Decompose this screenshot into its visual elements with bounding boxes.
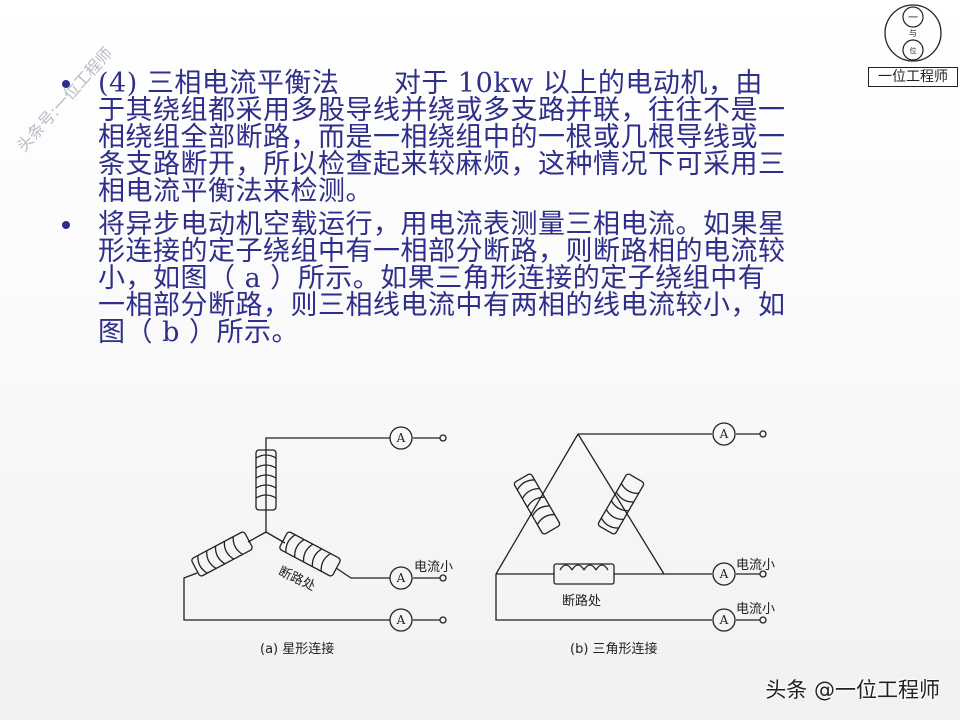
svg-text:一: 一: [908, 13, 918, 24]
svg-text:A: A: [719, 567, 729, 581]
svg-text:位: 位: [910, 46, 917, 55]
bullet-item: 将异步电动机空载运行，用电流表测量三相电流。如果星 形连接的定子绕组中有一相部分…: [58, 211, 908, 346]
delta-connection-diagram: A A A 断路处 电流小 电流小 (b) 三角形连接: [470, 410, 800, 657]
bullet-line: 相电流平衡法来检测。: [98, 176, 373, 207]
star-circuit-icon: A A A: [183, 426, 447, 632]
low-current-label: 电流小: [736, 602, 776, 617]
bullet-dot-icon: [62, 221, 70, 229]
bullet-line: 相绕组全部断路，而是一相绕组中的一根或几根导线或一: [98, 122, 786, 153]
low-current-label: 电流小: [736, 558, 776, 573]
bullet-line: 图（ b ）所示。: [98, 317, 299, 348]
footer-watermark: 头条 @一位工程师: [765, 678, 940, 702]
svg-text:A: A: [719, 427, 729, 441]
bullet-list: (4) 三相电流平衡法 对于 10kw 以上的电动机，由 于其绕组都采用多股导线…: [58, 70, 908, 352]
break-point-label: 断路处: [562, 594, 602, 609]
delta-circuit-icon: A A A: [495, 422, 767, 632]
low-current-label: 电流小: [414, 560, 454, 575]
svg-text:A: A: [396, 431, 406, 445]
svg-text:与: 与: [909, 29, 917, 38]
star-connection-diagram: A A A 断路处 电流小 (a) 星形连接: [170, 410, 470, 657]
bullet-line: 形连接的定子绕组中有一相部分断路，则断路相的电流较: [98, 236, 786, 267]
bullet-line: 一相部分断路，则三相线电流中有两相的线电流较小，如: [98, 290, 786, 321]
bullet-line: 小，如图（ a ）所示。如果三角形连接的定子绕组中有: [98, 263, 766, 294]
svg-text:A: A: [719, 613, 729, 627]
bullet-line: 于其绕组都采用多股导线并绕或多支路并联，往往不是一: [98, 95, 786, 126]
logo-icon: 一 与 位: [884, 4, 942, 62]
delta-connection-caption: (b) 三角形连接: [570, 642, 658, 657]
bullet-line: 条支路断开，所以检查起来较麻烦，这种情况下可采用三: [98, 149, 786, 180]
bullet-dot-icon: [62, 80, 70, 88]
star-connection-caption: (a) 星形连接: [260, 642, 335, 657]
svg-text:A: A: [396, 613, 406, 627]
bullet-line: (4) 三相电流平衡法 对于 10kw 以上的电动机，由: [98, 68, 763, 99]
svg-text:A: A: [396, 571, 406, 585]
logo-label: 一位工程师: [868, 67, 958, 87]
bullet-item: (4) 三相电流平衡法 对于 10kw 以上的电动机，由 于其绕组都采用多股导线…: [58, 70, 908, 205]
bullet-line: 将异步电动机空载运行，用电流表测量三相电流。如果星: [98, 209, 786, 240]
